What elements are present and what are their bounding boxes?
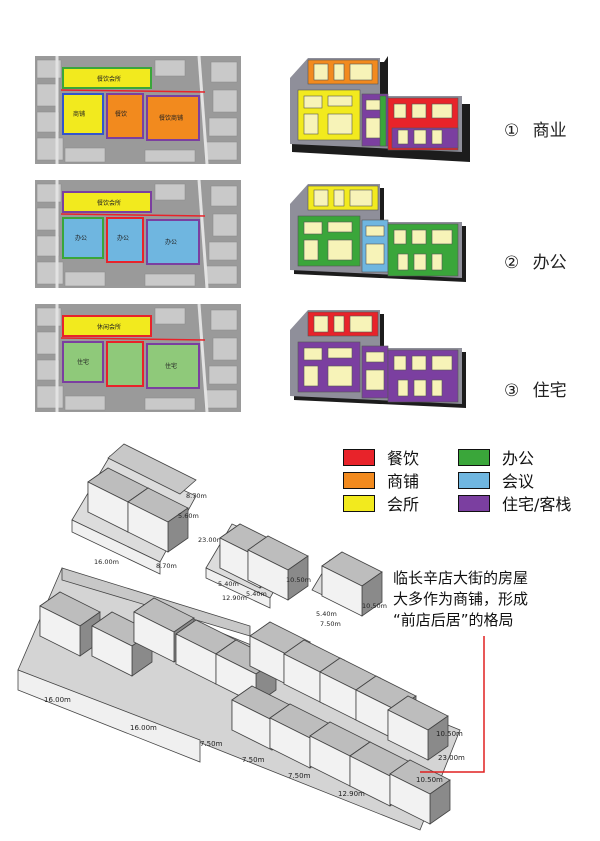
courtyard-unit-small-c	[311, 551, 383, 617]
dim-label: 10.50m	[416, 776, 443, 784]
dim-label: 23.00m	[198, 536, 223, 544]
dim-label: 12.90m	[222, 594, 247, 602]
scheme-label-office: ② 办公	[504, 248, 567, 273]
dim-label: 7.50m	[200, 740, 223, 748]
scheme-number: ②	[504, 253, 520, 273]
legend-swatch	[458, 494, 490, 512]
dim-label: 5.40m	[246, 590, 267, 598]
dim-label: 23.00m	[438, 754, 465, 762]
scheme-plan-residential	[290, 310, 466, 408]
map-tag: 住宅	[77, 358, 89, 366]
legend-label: 住宅/客栈	[502, 495, 572, 514]
scheme-number: ③	[504, 381, 520, 401]
legend-item-shop: 商铺	[343, 468, 419, 492]
dim-label: 10.50m	[436, 730, 463, 738]
map-tag: 办公	[75, 234, 87, 242]
map-tag: 办公	[117, 234, 129, 242]
legend-label: 餐饮	[387, 449, 420, 468]
note-line: “前店后居”的格局	[393, 611, 514, 629]
dimension-labels-small-c: 5.40m 10.50m 7.50m	[316, 602, 387, 628]
scheme-map-residential: 休闲会所 住宅 住宅	[35, 304, 241, 412]
scheme-label-commercial: ① 商业	[504, 116, 567, 141]
dimension-labels-row: 16.00m 16.00m 7.50m 7.50m 7.50m 12.90m 1…	[44, 696, 465, 798]
dim-label: 12.90m	[338, 790, 365, 798]
map-tag: 餐饮	[115, 110, 127, 118]
map-tag: 住宅	[165, 362, 177, 370]
scheme-map-office: 餐饮会所 办公 办公 办公	[35, 180, 241, 288]
dim-label: 10.50m	[362, 602, 387, 610]
map-tag: 休闲会所	[97, 323, 121, 331]
legend-swatch	[458, 471, 490, 489]
legend-item-meeting: 会议	[458, 468, 534, 492]
legend-swatch	[343, 494, 375, 512]
legend-swatch	[343, 448, 375, 466]
legend-item-dining: 餐饮	[343, 445, 419, 469]
dim-label: 16.00m	[94, 558, 119, 566]
dim-label: 10.50m	[286, 576, 311, 584]
scheme-name: 办公	[532, 253, 567, 273]
legend-label: 会所	[387, 495, 420, 514]
dimension-labels-large: 8.70m 5.60m 23.00m 16.00m 8.70m	[94, 492, 223, 570]
legend-item-residence: 住宅/客栈	[458, 491, 571, 515]
legend-item-club: 会所	[343, 491, 419, 515]
dim-label: 5.60m	[178, 512, 199, 520]
scheme-name: 住宅	[532, 381, 567, 401]
map-tag: 餐饮会所	[97, 75, 121, 83]
scheme-label-residential: ③ 住宅	[504, 376, 567, 401]
callout-line	[420, 636, 485, 773]
map-tag: 餐饮商铺	[159, 114, 183, 122]
dimension-labels-small-b: 5.40m 10.50m 12.90m 5.40m	[218, 576, 311, 602]
scheme-number: ①	[504, 121, 520, 141]
scheme-name: 商业	[532, 121, 567, 141]
legend-swatch	[343, 471, 375, 489]
annotation-note: 临长辛店大街的房屋 大多作为商铺，形成 “前店后居”的格局	[393, 568, 593, 631]
legend-swatch	[458, 448, 490, 466]
dim-label: 7.50m	[320, 620, 341, 628]
building-massing: 8.70m 5.60m 23.00m 16.00m 8.70m 5.40m 10…	[17, 443, 485, 831]
note-line: 大多作为商铺，形成	[393, 590, 529, 608]
note-line: 临长辛店大街的房屋	[393, 569, 529, 587]
legend-label: 商铺	[387, 472, 420, 491]
legend-label: 办公	[502, 449, 535, 468]
dim-label: 7.50m	[242, 756, 265, 764]
dim-label: 8.70m	[156, 562, 177, 570]
courtyard-unit-large	[71, 443, 197, 575]
map-tag: 商铺	[73, 110, 85, 118]
dim-label: 8.70m	[186, 492, 207, 500]
dim-label: 16.00m	[130, 724, 157, 732]
scheme-map-commercial: 餐饮会所 商铺 餐饮 餐饮商铺	[35, 56, 241, 164]
dim-label: 16.00m	[44, 696, 71, 704]
scheme-plan-commercial	[290, 56, 470, 162]
scheme-plan-office	[290, 184, 466, 282]
courtyard-unit-small-b	[205, 523, 309, 609]
dim-label: 7.50m	[288, 772, 311, 780]
dim-label: 5.40m	[316, 610, 337, 618]
map-tag: 办公	[165, 238, 177, 246]
street-row-buildings	[17, 567, 461, 831]
dim-label: 5.40m	[218, 580, 239, 588]
legend-label: 会议	[502, 472, 535, 491]
map-tag: 餐饮会所	[97, 199, 121, 207]
legend-item-office: 办公	[458, 445, 534, 469]
